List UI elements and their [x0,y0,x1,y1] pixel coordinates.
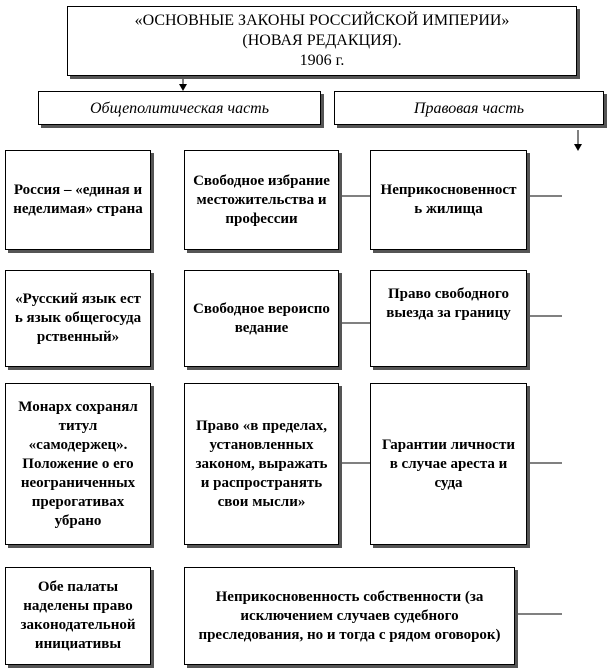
arrow-title-to-left-head [179,84,187,91]
rights-right-3-text: Гарантии личности в случае ареста и суда [382,436,515,491]
branch-legal-label: Правовая часть [413,99,525,117]
rights-middle-2: Свободное вероисповедание [184,270,339,367]
rights-bottom: Неприкосновенность собственности (за иск… [184,567,515,665]
political-item-1-text: Россия – «единая и неделимая» страна [13,182,143,217]
political-item-1: Россия – «единая и неделимая» страна [5,150,151,250]
political-item-3: Монарх сохранял титул «самодержец». Поло… [5,383,151,545]
political-item-2-text: «Русский язык есть язык общегосударствен… [14,291,142,345]
rights-middle-3: Право «в пределах, установленных законом… [184,383,339,545]
rights-middle-3-text: Право «в пределах, установленных законом… [195,417,328,510]
branch-political-label: Общеполитическая часть [89,99,270,117]
rights-bottom-text: Неприкосновенность собственности (за иск… [198,588,501,643]
arrow-right-branch-head [574,144,582,151]
rights-right-2: Право свободного выезда за границу [370,270,527,367]
political-item-4-text: Обе палаты наделены право законодательно… [20,579,136,652]
branch-political: Общеполитическая часть [38,91,321,125]
title-line-2: (НОВАЯ РЕДАКЦИЯ). [242,32,402,49]
rights-right-1: Неприкосновенность жилища [370,150,527,250]
branch-legal: Правовая часть [334,91,604,125]
title-line-3: 1906 г. [299,52,345,69]
rights-right-1-text: Неприкосновенность жилища [380,182,517,217]
rights-right-2-text: Право свободного выезда за границу [386,286,511,321]
political-item-3-text: Монарх сохранял титул «самодержец». Поло… [18,398,138,529]
rights-middle-1-text: Свободное избрание местожительства и про… [193,172,330,227]
rights-middle-1: Свободное избрание местожительства и про… [184,150,339,250]
title-line-1: «ОСНОВНЫЕ ЗАКОНЫ РОССИЙСКОЙ ИМПЕРИИ» [134,12,510,29]
title-box: «ОСНОВНЫЕ ЗАКОНЫ РОССИЙСКОЙ ИМПЕРИИ» (НО… [67,6,577,76]
political-item-4: Обе палаты наделены право законодательно… [5,567,151,665]
political-item-2: «Русский язык есть язык общегосударствен… [5,270,151,367]
rights-middle-2-text: Свободное вероисповедание [193,300,330,336]
rights-right-3: Гарантии личности в случае ареста и суда [370,383,527,545]
